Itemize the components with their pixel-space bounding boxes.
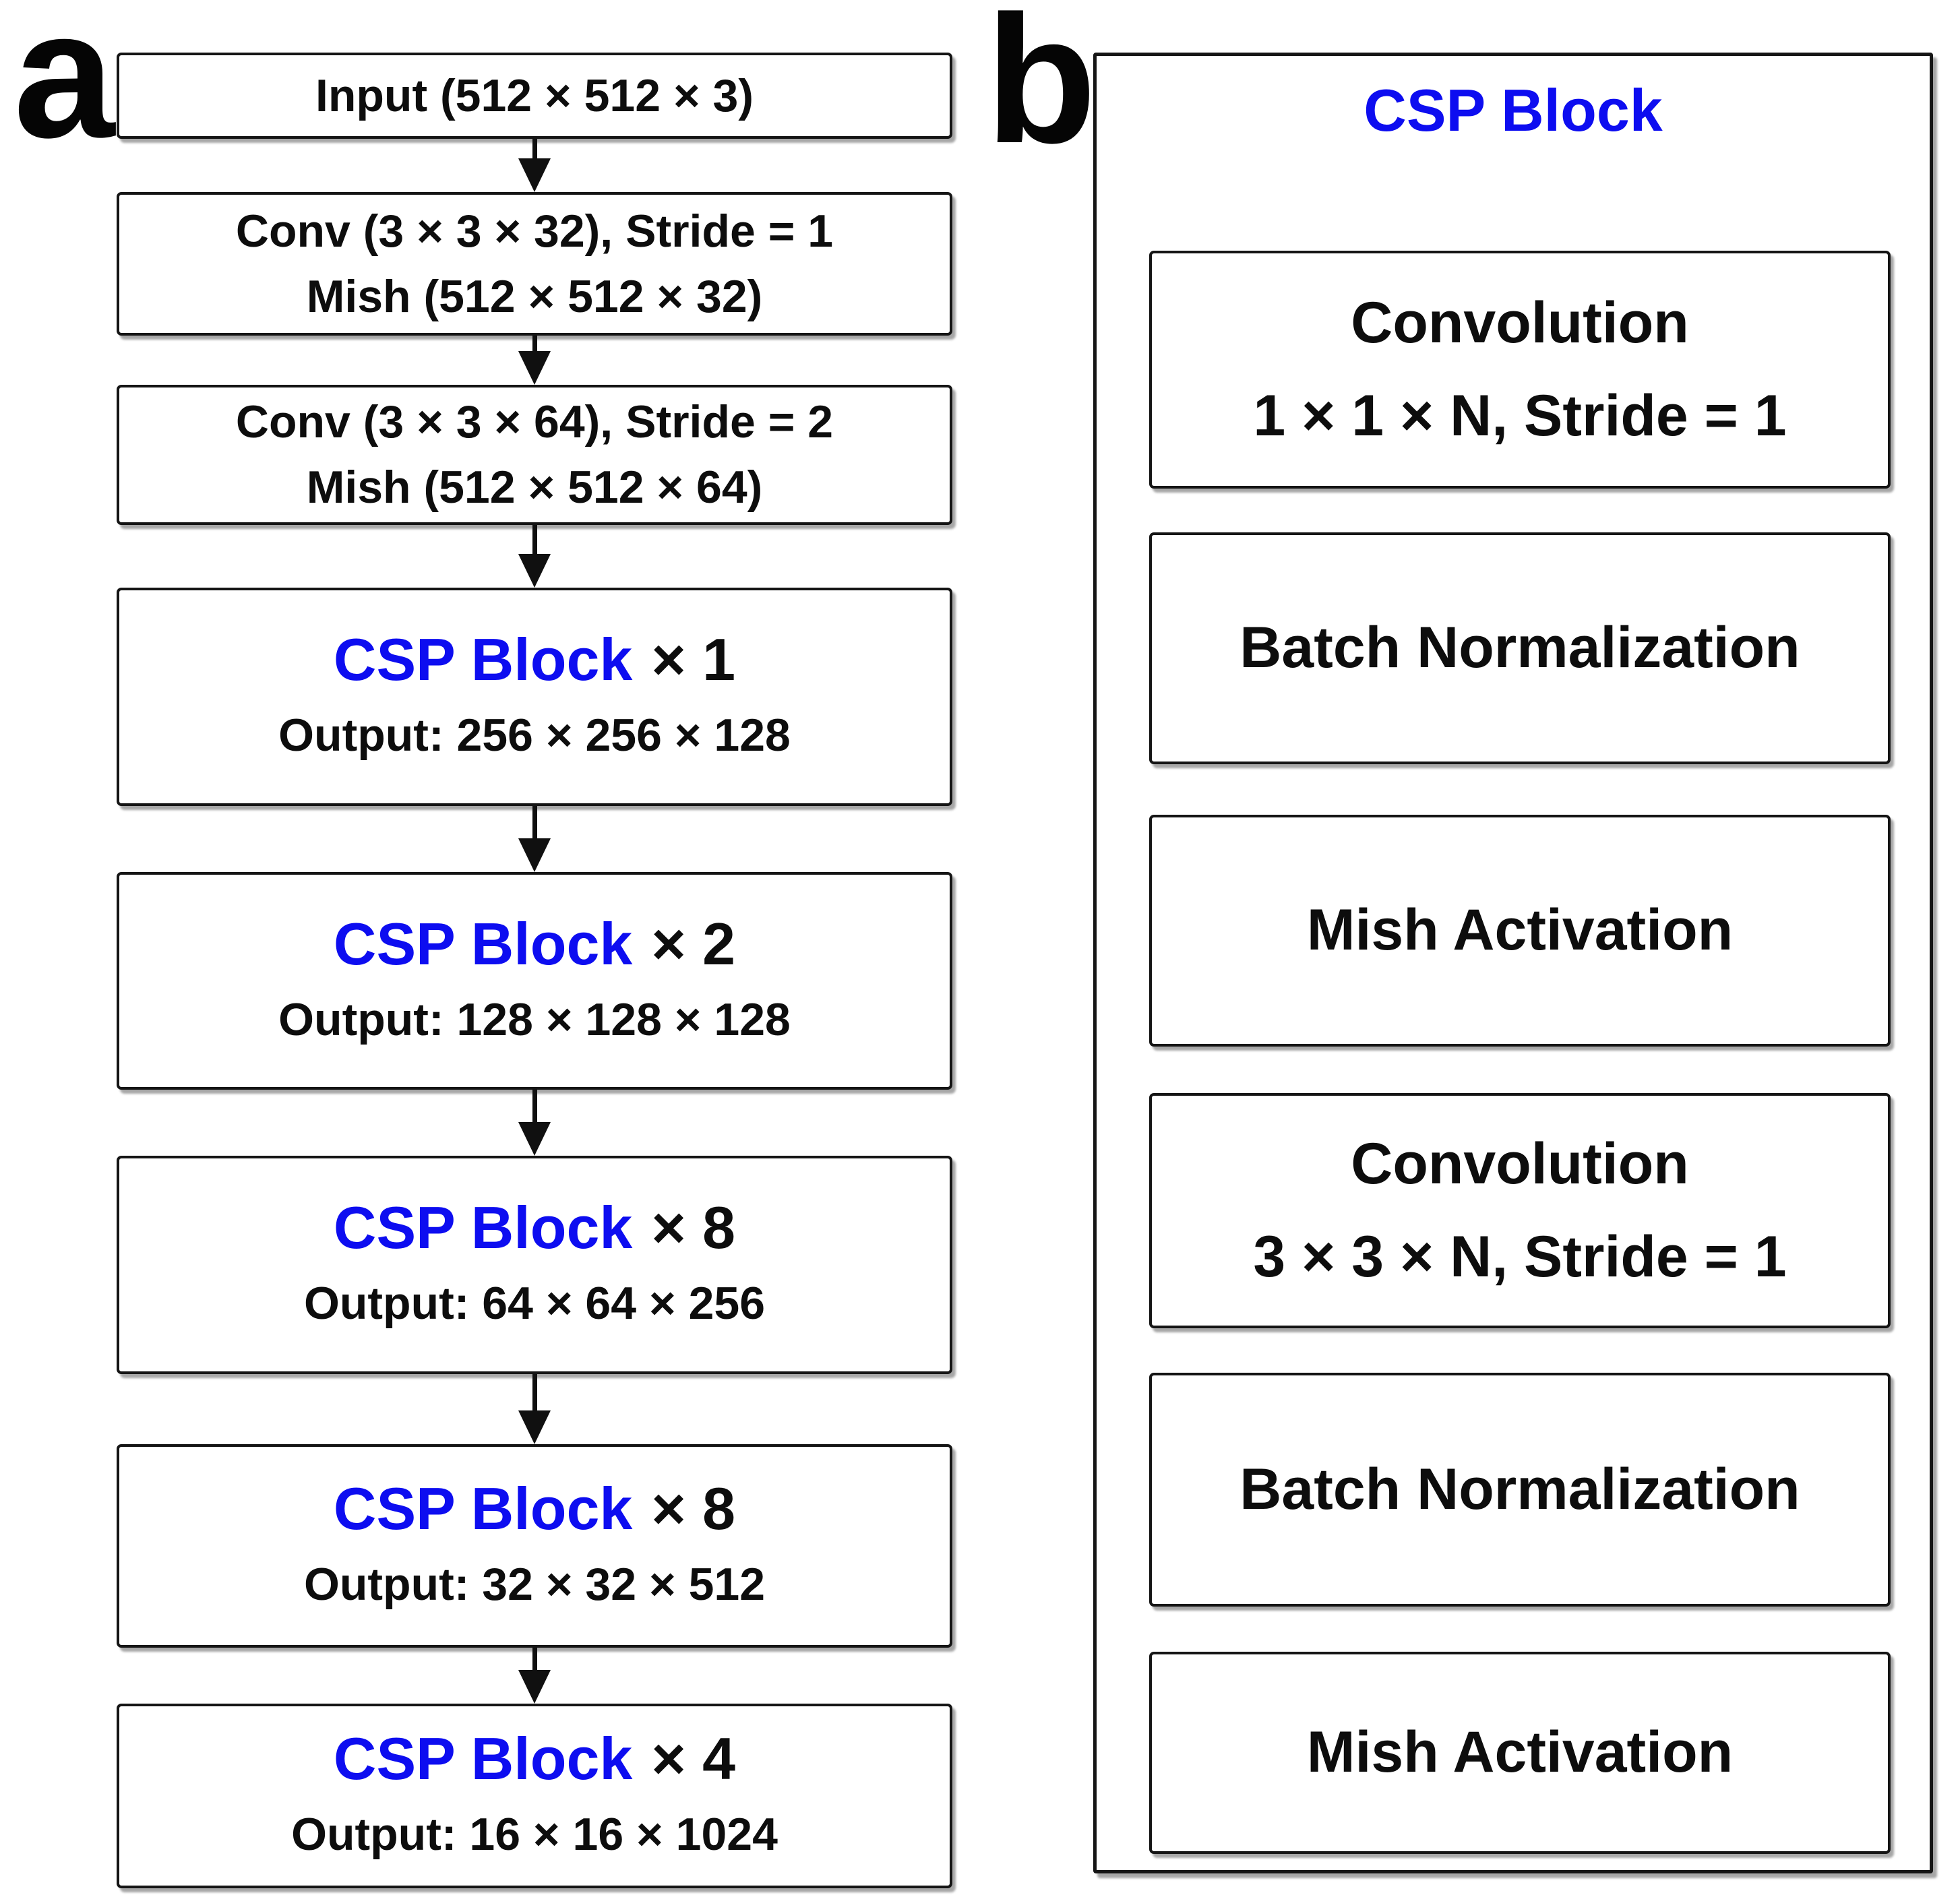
csp-step-4-line1: Convolution: [1351, 1131, 1689, 1196]
panel-a-label: a: [13, 0, 115, 176]
arrow-head: [518, 554, 551, 588]
csp-stage-5-output: Output: 16 × 16 × 1024: [291, 1809, 778, 1861]
arrow-shaft: [532, 525, 537, 554]
csp-stage-3: CSP Block × 8 Output: 64 × 64 × 256: [117, 1156, 952, 1374]
conv-block-1-line2: Mish (512 × 512 × 32): [306, 270, 763, 322]
csp-stage-4: CSP Block × 8 Output: 32 × 32 × 512: [117, 1444, 952, 1648]
conv-block-2-line2: Mish (512 × 512 × 64): [306, 462, 763, 513]
csp-stage-4-multiplier: × 8: [651, 1475, 736, 1543]
csp-block-detail-title: CSP Block: [1364, 77, 1663, 144]
arrow-head: [518, 1410, 551, 1444]
conv-block-2-line1: Conv (3 × 3 × 64), Stride = 2: [235, 396, 834, 448]
csp-step-convolution-2: Convolution 3 × 3 × N, Stride = 1: [1149, 1093, 1891, 1328]
csp-stage-5: CSP Block × 4 Output: 16 × 16 × 1024: [117, 1704, 952, 1888]
arrow-head: [518, 158, 551, 192]
down-arrow-icon: [518, 806, 551, 872]
down-arrow-icon: [518, 1648, 551, 1704]
arrow-shaft: [532, 336, 537, 351]
down-arrow-icon: [518, 525, 551, 588]
csp-step-2-line1: Batch Normalization: [1239, 615, 1800, 681]
csp-step-5-line1: Batch Normalization: [1239, 1456, 1800, 1522]
down-arrow-icon: [518, 336, 551, 385]
csp-stage-1-output: Output: 256 × 256 × 128: [278, 710, 791, 762]
csp-step-mish-activation-2: Mish Activation: [1149, 1652, 1891, 1854]
csp-step-1-line2: 1 × 1 × N, Stride = 1: [1253, 383, 1787, 448]
csp-stage-2: CSP Block × 2 Output: 128 × 128 × 128: [117, 872, 952, 1090]
csp-step-4-line2: 3 × 3 × N, Stride = 1: [1253, 1224, 1787, 1289]
conv-block-1-line1: Conv (3 × 3 × 32), Stride = 1: [235, 205, 834, 257]
csp-stage-2-output: Output: 128 × 128 × 128: [278, 993, 791, 1045]
csp-step-batch-norm-2: Batch Normalization: [1149, 1373, 1891, 1607]
arrow-shaft: [532, 1648, 537, 1670]
arrow-head: [518, 1670, 551, 1704]
csp-stage-5-multiplier: × 4: [651, 1725, 736, 1793]
arrow-head: [518, 1122, 551, 1156]
csp-stage-3-multiplier: × 8: [651, 1194, 736, 1262]
arrow-shaft: [532, 1374, 537, 1410]
csp-stage-2-name: CSP Block: [333, 910, 633, 977]
input-box: Input (512 × 512 × 3): [117, 53, 952, 139]
down-arrow-icon: [518, 139, 551, 192]
csp-stage-3-name: CSP Block: [333, 1194, 633, 1262]
csp-step-6-line1: Mish Activation: [1306, 1720, 1734, 1785]
csp-step-batch-norm-1: Batch Normalization: [1149, 532, 1891, 764]
csp-stage-1: CSP Block × 1 Output: 256 × 256 × 128: [117, 588, 952, 806]
csp-stage-3-output: Output: 64 × 64 × 256: [303, 1278, 766, 1330]
csp-stage-2-multiplier: × 2: [651, 910, 736, 977]
csp-stage-4-output: Output: 32 × 32 × 512: [303, 1559, 766, 1611]
csp-stage-1-name: CSP Block: [333, 626, 633, 693]
conv-block-1: Conv (3 × 3 × 32), Stride = 1 Mish (512 …: [117, 192, 952, 336]
arrow-shaft: [532, 139, 537, 158]
csp-stage-5-name: CSP Block: [333, 1725, 633, 1793]
csp-stage-1-multiplier: × 1: [651, 626, 736, 693]
csp-step-1-line1: Convolution: [1351, 290, 1689, 355]
csp-stage-4-name: CSP Block: [333, 1475, 633, 1543]
arrow-shaft: [532, 1090, 537, 1122]
down-arrow-icon: [518, 1374, 551, 1444]
csp-step-convolution-1: Convolution 1 × 1 × N, Stride = 1: [1149, 251, 1891, 489]
panel-b-label: b: [985, 0, 1097, 181]
input-box-label: Input (512 × 512 × 3): [315, 69, 754, 121]
arrow-shaft: [532, 806, 537, 838]
arrow-head: [518, 351, 551, 385]
csp-step-3-line1: Mish Activation: [1306, 898, 1734, 963]
arrow-head: [518, 838, 551, 872]
csp-step-mish-activation-1: Mish Activation: [1149, 815, 1891, 1047]
conv-block-2: Conv (3 × 3 × 64), Stride = 2 Mish (512 …: [117, 385, 952, 525]
down-arrow-icon: [518, 1090, 551, 1156]
